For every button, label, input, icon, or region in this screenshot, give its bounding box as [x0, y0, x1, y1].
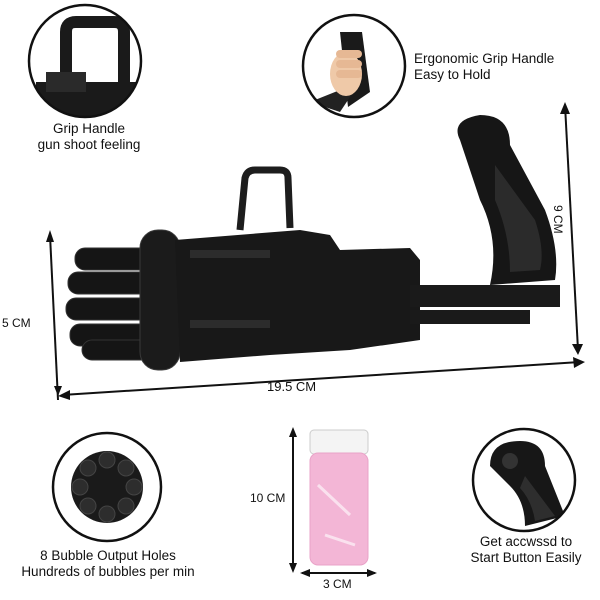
trigger-closeup-icon — [471, 427, 577, 533]
start-button-caption: Get accwssd to Start Button Easily — [456, 534, 596, 566]
outputs-line2: Hundreds of bubbles per min — [21, 564, 195, 579]
hand-holding-grip-icon — [301, 13, 407, 119]
ergonomic-line1: Ergonomic Grip Handle — [414, 51, 555, 66]
bubble-solution-bottle-icon — [289, 427, 377, 577]
length-gun-label: 19.5 CM — [267, 379, 317, 394]
start-button-line2: Start Button Easily — [470, 550, 582, 565]
height-gun-label: 5 CM — [2, 316, 31, 330]
barrel-holes-closeup-icon — [51, 431, 163, 543]
grip-handle-line2: gun shoot feeling — [37, 137, 141, 152]
outputs-caption: 8 Bubble Output Holes Hundreds of bubble… — [2, 548, 214, 580]
grip-handle-caption: Grip Handle gun shoot feeling — [14, 121, 164, 153]
start-button-line1: Get accwssd to — [479, 534, 573, 549]
outputs-line1: 8 Bubble Output Holes — [40, 548, 176, 563]
grip-handle-closeup-icon — [27, 3, 143, 119]
bottle-height-label: 10 CM — [250, 491, 286, 505]
grip-handle-line1: Grip Handle — [52, 121, 126, 136]
ergonomic-caption: Ergonomic Grip Handle Easy to Hold — [414, 51, 554, 83]
height-handle-label: 9 CM — [551, 205, 565, 234]
ergonomic-line2: Easy to Hold — [414, 67, 491, 82]
gatling-bubble-gun-icon — [46, 102, 585, 400]
bottle-width-label: 3 CM — [323, 577, 352, 591]
